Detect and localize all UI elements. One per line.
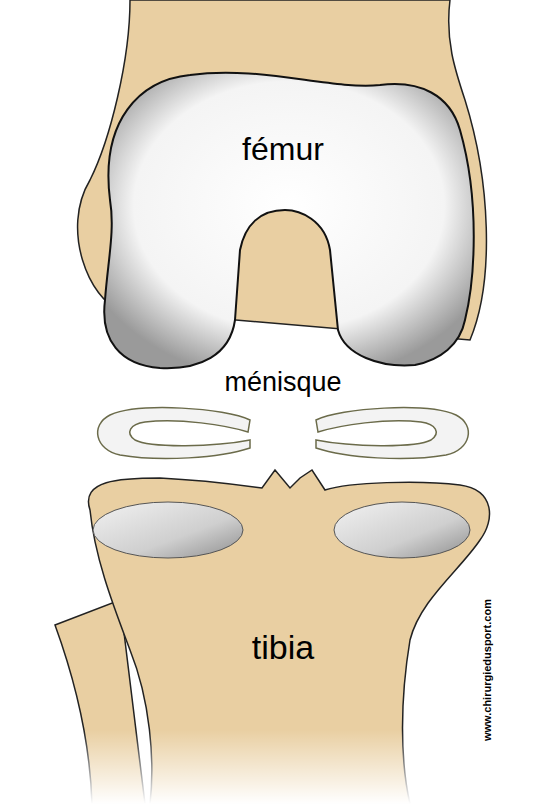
- bone-label: tibia: [252, 629, 314, 666]
- bone-label: fémur: [242, 132, 324, 167]
- bottom-fade: [0, 730, 560, 804]
- femur-condyles: [104, 73, 474, 369]
- watermark: www.chirurgiedusport.com: [481, 599, 493, 741]
- tibial-plateau: [334, 502, 470, 558]
- medial-meniscus: [98, 408, 250, 459]
- bone-label: ménisque: [224, 368, 341, 398]
- lateral-meniscus: [316, 408, 468, 459]
- tibial-plateau: [93, 502, 243, 558]
